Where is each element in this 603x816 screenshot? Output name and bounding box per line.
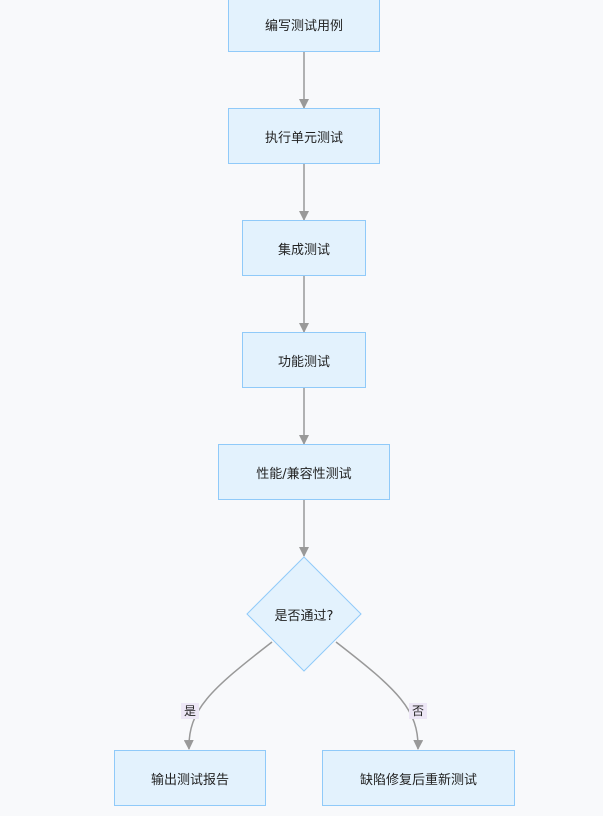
node-fix-retest-label: 缺陷修复后重新测试 [359, 772, 477, 788]
edge-decision-to-fix [335, 641, 424, 750]
node-fix-retest: 缺陷修复后重新测试 [322, 750, 515, 806]
edge-decision-to-report [183, 641, 273, 750]
edge-label-no: 否 [409, 703, 428, 719]
node-integration-test: 集成测试 [242, 220, 366, 276]
node-perf-compat-test: 性能/兼容性测试 [218, 444, 390, 500]
node-output-report: 输出测试报告 [114, 750, 266, 806]
node-unit-test-label: 执行单元测试 [264, 130, 343, 146]
node-functional-test: 功能测试 [242, 332, 366, 388]
node-perf-compat-test-label: 性能/兼容性测试 [256, 466, 352, 482]
decision-label: 是否通过? [274, 608, 334, 624]
node-functional-test-label: 功能测试 [277, 354, 330, 370]
node-write-test-cases-label: 编写测试用例 [264, 18, 343, 34]
node-write-test-cases: 编写测试用例 [228, 0, 380, 52]
node-output-report-label: 输出测试报告 [150, 772, 229, 788]
node-integration-test-label: 集成测试 [277, 242, 330, 258]
node-unit-test: 执行单元测试 [228, 108, 380, 164]
decision-diamond [246, 556, 362, 672]
edge-label-yes: 是 [181, 703, 200, 719]
